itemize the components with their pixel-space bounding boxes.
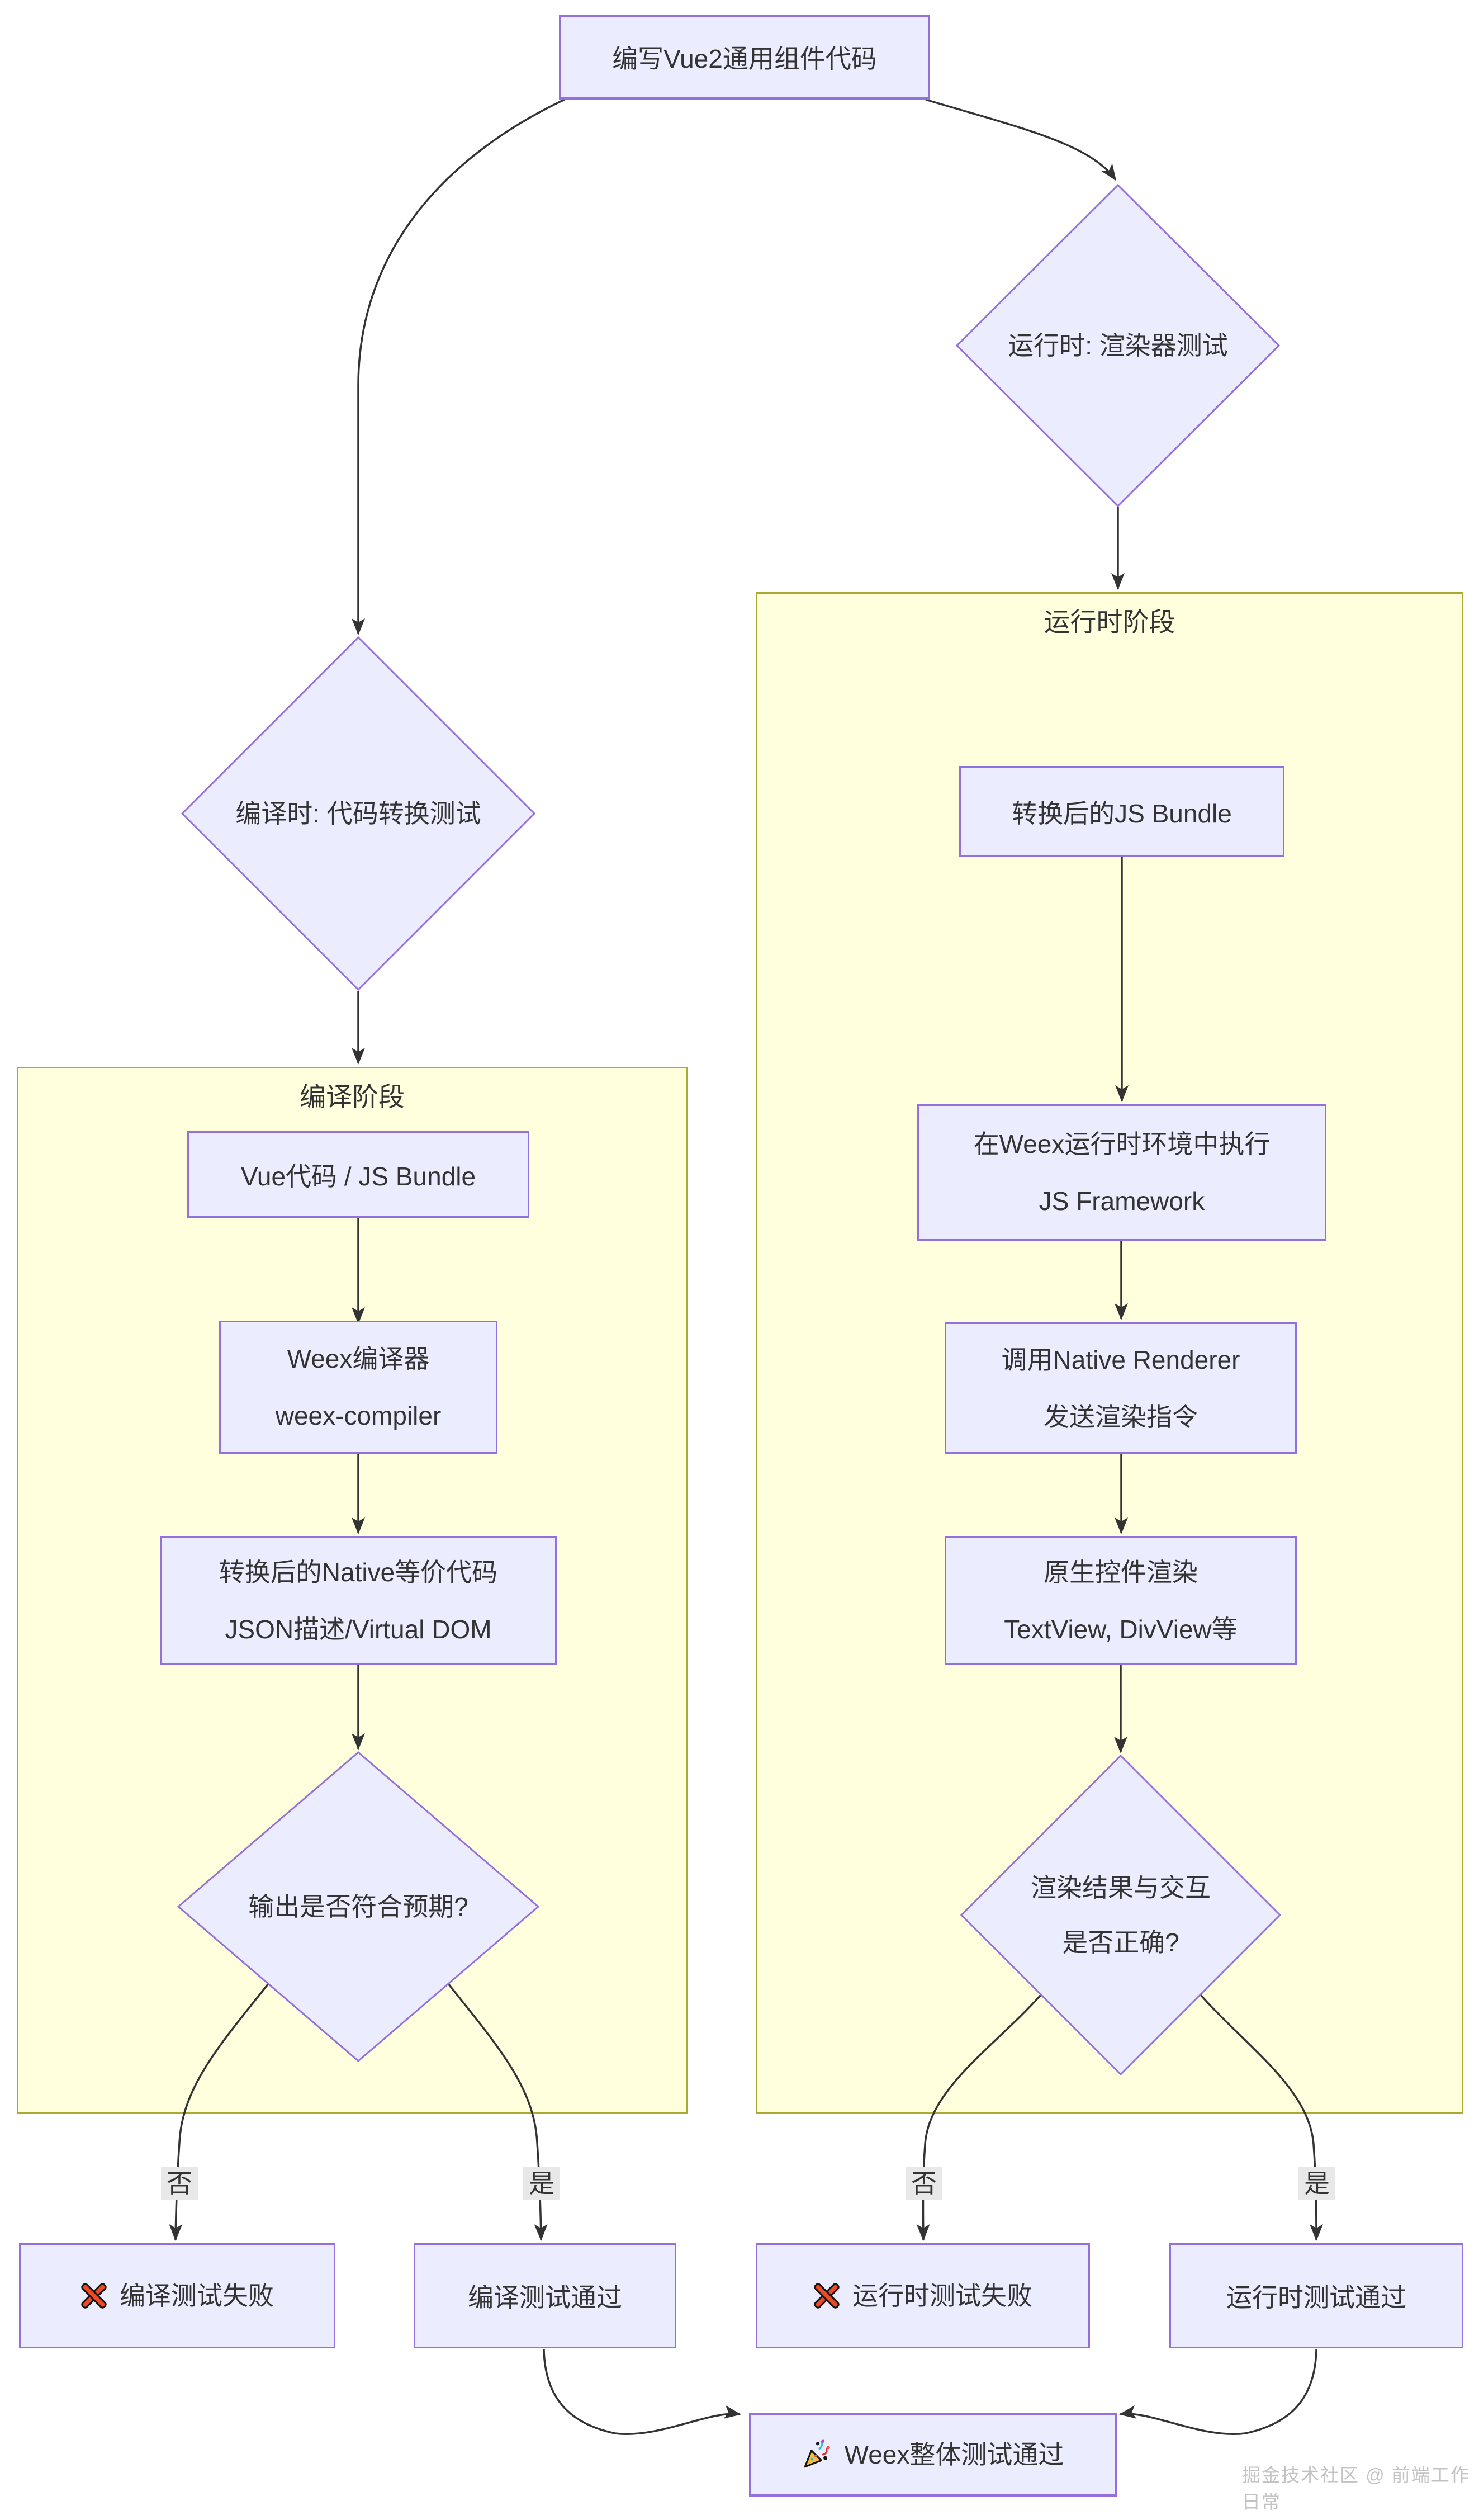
edge-start-to-runtime-decision (925, 98, 1117, 181)
weex-compiler-line1: Weex编译器 (287, 1344, 430, 1373)
cross-mark-icon (80, 2282, 107, 2309)
runtime-no-label: 否 (906, 2167, 942, 2200)
compile-fail-label: 编译测试失败 (120, 2281, 274, 2310)
cross-mark-icon (813, 2282, 840, 2309)
start-node: 编写Vue2通用组件代码 (559, 15, 930, 100)
js-bundle-label: 转换后的JS Bundle (1012, 798, 1232, 828)
runtime-pass-label: 运行时测试通过 (1226, 2283, 1406, 2312)
compile-phase-title: 编译阶段 (300, 1082, 405, 1112)
final-pass-node: Weex整体测试通过 (749, 2413, 1117, 2497)
native-render-line2: TextView, DivView等 (1004, 1615, 1238, 1644)
compile-pass-label: 编译测试通过 (468, 2283, 622, 2312)
native-renderer-node: 调用Native Renderer 发送渲染指令 (945, 1322, 1297, 1454)
watermark-text: 掘金技术社区 @ 前端工作日常 (1242, 2465, 1470, 2512)
runtime-check-line2: 是否正确? (1062, 1928, 1179, 1957)
runtime-pass-node: 运行时测试通过 (1169, 2243, 1463, 2348)
vue-code-label: Vue代码 / JS Bundle (240, 1161, 476, 1191)
final-pass-label: Weex整体测试通过 (844, 2440, 1064, 2469)
js-framework-node: 在Weex运行时环境中执行 JS Framework (917, 1104, 1326, 1241)
js-framework-line1: 在Weex运行时环境中执行 (973, 1129, 1271, 1159)
compile-fail-node: 编译测试失败 (19, 2243, 335, 2348)
native-renderer-line2: 发送渲染指令 (1044, 1402, 1198, 1431)
runtime-check-line1: 渲染结果与交互 (1031, 1873, 1211, 1902)
js-framework-line2: JS Framework (1039, 1186, 1205, 1216)
runtime-fail-label: 运行时测试失败 (852, 2281, 1032, 2310)
runtime-phase-title: 运行时阶段 (1044, 607, 1175, 637)
runtime-fail-node: 运行时测试失败 (756, 2243, 1090, 2348)
vue-code-node: Vue代码 / JS Bundle (187, 1131, 529, 1218)
compile-no-label: 否 (161, 2167, 198, 2200)
js-bundle-node: 转换后的JS Bundle (959, 766, 1284, 857)
party-popper-icon (802, 2439, 832, 2470)
runtime-decision-label: 运行时: 渲染器测试 (1008, 331, 1228, 360)
native-renderer-line1: 调用Native Renderer (1001, 1345, 1240, 1374)
native-equivalent-node: 转换后的Native等价代码 JSON描述/Virtual DOM (160, 1536, 557, 1665)
weex-compiler-node: Weex编译器 weex-compiler (219, 1321, 497, 1454)
native-render-line1: 原生控件渲染 (1043, 1558, 1198, 1587)
compile-pass-node: 编译测试通过 (414, 2243, 676, 2348)
weex-compiler-line2: weex-compiler (275, 1401, 442, 1430)
edge-runtimepass-to-final (1119, 2349, 1317, 2435)
native-equivalent-line2: JSON描述/Virtual DOM (225, 1615, 492, 1644)
edge-start-to-compile-decision (352, 98, 565, 635)
compile-check-label: 输出是否符合预期? (248, 1892, 468, 1921)
native-equivalent-line1: 转换后的Native等价代码 (219, 1558, 498, 1587)
runtime-check-label: 渲染结果与交互 是否正确? (953, 1856, 1288, 1974)
edge-compilepass-to-final (543, 2349, 741, 2435)
compile-yes-label: 是 (523, 2167, 560, 2200)
compile-decision-label: 编译时: 代码转换测试 (235, 799, 481, 828)
runtime-yes-label: 是 (1298, 2167, 1335, 2200)
native-render-node: 原生控件渲染 TextView, DivView等 (945, 1536, 1297, 1665)
start-node-label: 编写Vue2通用组件代码 (612, 44, 877, 73)
